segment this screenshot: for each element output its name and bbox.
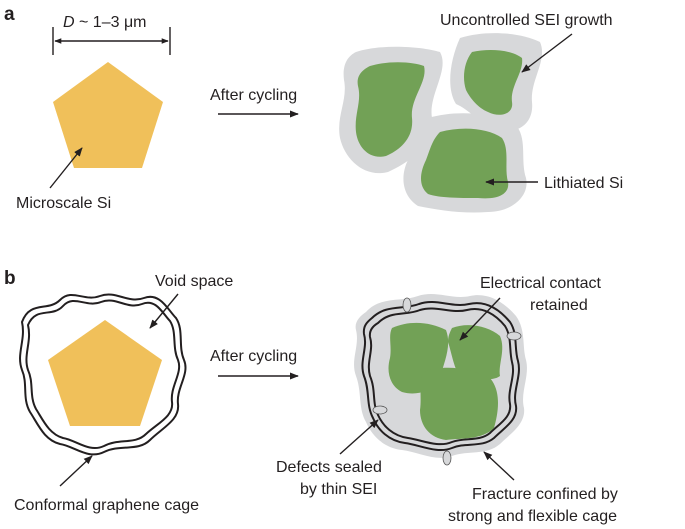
sealed-defect-4 <box>442 450 452 466</box>
panel-a-label: a <box>4 4 15 25</box>
cycled-caged-particle <box>354 294 527 466</box>
microscale-label: Microscale Si <box>16 195 111 212</box>
lithiated-si-right <box>464 50 523 115</box>
void-space-label: Void space <box>155 273 233 290</box>
contact-label-line1: Electrical contact <box>480 275 601 292</box>
sealed-defect-1 <box>402 297 412 313</box>
defects-label-line1: Defects sealed <box>276 459 382 476</box>
defects-label-line2: by thin SEI <box>300 481 377 498</box>
si-pentagon <box>53 62 163 168</box>
cycled-particles <box>339 33 543 213</box>
fracture-label-line2: strong and flexible cage <box>448 508 617 525</box>
fracture-label-line1: Fracture confined by <box>472 486 618 503</box>
contact-label-line2: retained <box>530 297 588 314</box>
contact-arrow <box>459 297 501 341</box>
panel-b-label: b <box>4 268 16 289</box>
sealed-defect-2 <box>506 331 522 341</box>
microscale-arrow <box>49 147 83 189</box>
cage-arrow <box>59 455 93 487</box>
si-pentagon-caged <box>48 320 162 426</box>
lithiated-si-left <box>355 62 425 157</box>
sealed-defect-3 <box>372 405 388 415</box>
fracture-arrow <box>483 451 515 481</box>
diameter-label: D ~ 1–3 μm <box>63 14 146 31</box>
lithiated-fragment-3 <box>420 367 498 440</box>
lithiated-si-label: Lithiated Si <box>544 175 623 192</box>
sei-growth-label: Uncontrolled SEI growth <box>440 12 613 29</box>
void-space-arrow <box>149 293 179 329</box>
after-cycling-label-a: After cycling <box>210 87 297 104</box>
sei-growth-arrow <box>521 33 573 73</box>
defects-arrow <box>339 419 379 455</box>
cage-label: Conformal graphene cage <box>14 497 199 514</box>
diameter-marker: D ~ 1–3 μm <box>52 14 171 55</box>
after-cycling-label-b: After cycling <box>210 348 297 365</box>
graphene-cage <box>19 293 187 456</box>
